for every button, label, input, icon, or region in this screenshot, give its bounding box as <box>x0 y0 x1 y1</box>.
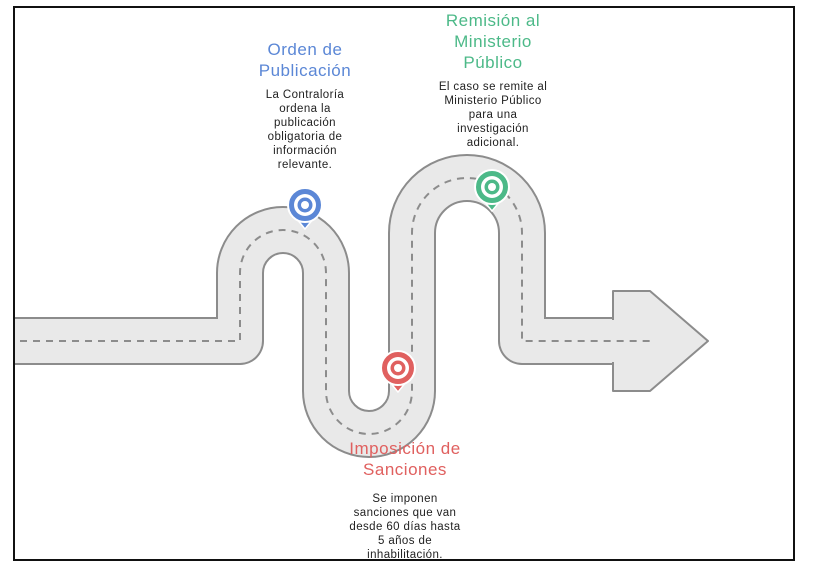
step-3-desc-line: desde 60 días hasta <box>349 521 461 533</box>
step-2-description: El caso se remite al Ministerio Público … <box>408 80 578 150</box>
step-3-desc-line: 5 años de <box>377 535 433 547</box>
step-1-desc-line: ordena la <box>279 103 331 115</box>
step-2-title-line: Ministerio <box>454 32 532 51</box>
step-3-location-pin-icon <box>380 350 416 394</box>
step-1-desc-line: obligatoria de <box>267 131 343 143</box>
step-1-location-pin-icon <box>287 187 323 231</box>
step-3-description: Se imponen sanciones que van desde 60 dí… <box>315 492 495 561</box>
step-1-description: La Contraloría ordena la publicación obl… <box>235 88 375 172</box>
step-1-title-line: Orden de <box>267 40 343 59</box>
step-2-desc-line: adicional. <box>466 137 520 149</box>
step-1-title-line: Publicación <box>258 61 352 80</box>
road-center-line <box>20 177 655 435</box>
step-1-desc-line: La Contraloría <box>265 89 345 101</box>
step-1-title: Orden de Publicación <box>235 39 375 81</box>
step-3-title-line: Imposición de <box>349 439 461 458</box>
step-2-desc-line: para una <box>468 109 518 121</box>
step-1-desc-line: relevante. <box>277 159 333 171</box>
road-arrow-head <box>612 290 709 392</box>
step-1-desc-line: información <box>273 145 337 157</box>
step-3-desc-line: sanciones que van <box>353 507 457 519</box>
step-1-label: Orden de Publicación La Contraloría orde… <box>235 39 375 172</box>
step-2-title: Remisión al Ministerio Público <box>408 10 578 73</box>
step-1-desc-line: publicación <box>274 117 336 129</box>
step-3-desc-line: Se imponen <box>372 493 438 505</box>
step-2-label: Remisión al Ministerio Público El caso s… <box>408 10 578 150</box>
step-3-label: Imposición de Sanciones Se imponen sanci… <box>315 438 495 561</box>
winding-road <box>15 154 709 458</box>
step-2-title-line: Público <box>463 53 523 72</box>
diagram-frame: Orden de Publicación La Contraloría orde… <box>13 6 795 561</box>
road-arrow-joint <box>605 320 621 362</box>
step-2-location-pin-icon <box>474 169 510 213</box>
step-2-desc-line: Ministerio Público <box>444 95 542 107</box>
step-3-title: Imposición de Sanciones <box>315 438 495 480</box>
step-2-title-line: Remisión al <box>445 11 541 30</box>
step-2-desc-line: El caso se remite al <box>438 81 548 93</box>
step-3-desc-line: inhabilitación. <box>367 549 443 561</box>
step-2-desc-line: investigación <box>457 123 529 135</box>
step-3-title-line: Sanciones <box>363 460 447 479</box>
